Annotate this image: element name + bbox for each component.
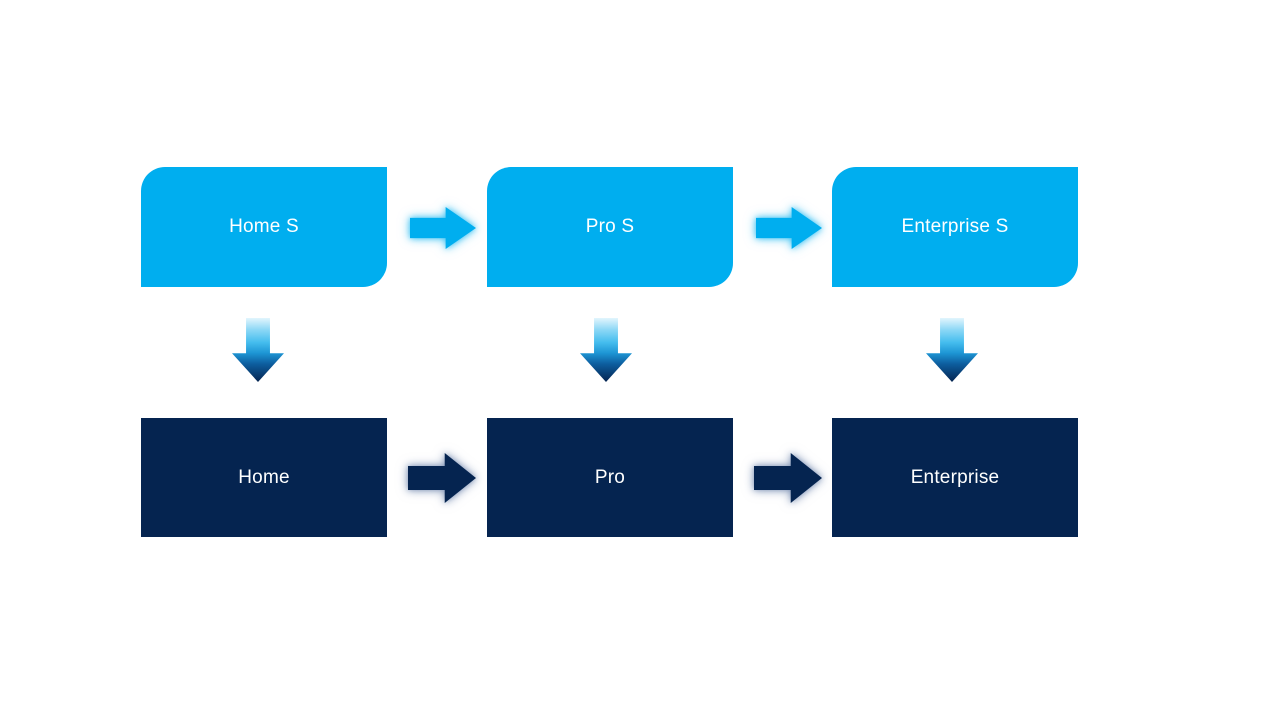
- node-enterprise: Enterprise: [832, 418, 1078, 537]
- node-home: Home: [141, 418, 387, 537]
- arrow-down-enterprise-s-to-enterprise-icon: [926, 318, 978, 382]
- node-enterprise-label: Enterprise: [910, 466, 1000, 488]
- node-home-s-label: Home S: [229, 216, 299, 237]
- right-arrow-icon: [410, 207, 476, 249]
- node-enterprise-s-label: Enterprise S: [901, 216, 1009, 237]
- arrow-right-pro-to-enterprise-icon: [754, 453, 822, 503]
- arrow-right-pro-s-to-enterprise-s-icon: [756, 207, 822, 249]
- node-pro: Pro: [487, 418, 733, 537]
- arrow-right-home-to-pro-icon: [408, 453, 476, 503]
- arrow-right-home-s-to-pro-s-icon: [410, 207, 476, 249]
- node-home-s: Home S: [141, 167, 387, 287]
- arrow-down-home-s-to-home-icon: [232, 318, 284, 382]
- arrow-down-pro-s-to-pro-icon: [580, 318, 632, 382]
- node-pro-label: Pro: [594, 466, 626, 488]
- right-arrow-icon: [408, 453, 476, 503]
- right-arrow-icon: [754, 453, 822, 503]
- node-pro-s-label: Pro S: [585, 216, 635, 237]
- node-home-label: Home: [238, 466, 290, 488]
- node-enterprise-s: Enterprise S: [832, 167, 1078, 287]
- right-arrow-icon: [756, 207, 822, 249]
- node-pro-s: Pro S: [487, 167, 733, 287]
